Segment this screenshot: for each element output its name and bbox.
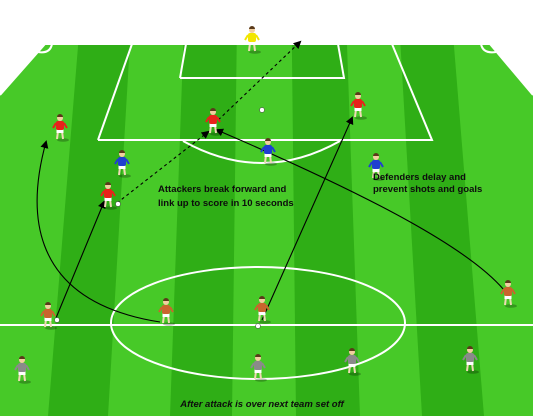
corner-arc-left: [37, 43, 53, 54]
defender-arrow-right: [215, 128, 505, 291]
player-blue: [368, 153, 385, 181]
caption-defenders-line1: Defenders delay and: [373, 172, 466, 183]
player-grey: [462, 346, 479, 374]
run-arrow-left-wing: [36, 140, 161, 323]
player-blue: [114, 150, 131, 178]
player-orange: [158, 298, 175, 326]
player-red: [100, 182, 117, 210]
pitch-markings: [0, 43, 533, 380]
centre-circle: [110, 266, 406, 380]
goal: [210, 8, 308, 44]
pitch-stripe: [291, 44, 360, 416]
caption-attackers-line2: link up to score in 10 seconds: [158, 198, 294, 209]
penalty-arc: [182, 140, 341, 164]
player-goalkeeper: [244, 26, 261, 54]
pass-arrow-left: [55, 200, 106, 319]
player-grey: [250, 354, 267, 382]
corner-arc-right: [480, 43, 497, 54]
player-orange: [254, 296, 271, 324]
pitch-stripes: [48, 44, 484, 416]
movement-arrows: [36, 40, 505, 323]
soccer-ball-icon: [54, 107, 265, 329]
player-red: [350, 92, 367, 120]
caption-defenders-line2: prevent shots and goals: [373, 184, 482, 195]
player-orange: [40, 302, 57, 330]
player-grey: [14, 356, 31, 384]
six-yard-box: [179, 43, 346, 79]
pitch: [0, 44, 533, 416]
player-red: [52, 114, 69, 142]
caption-bottom: After attack is over next team set off: [179, 399, 344, 410]
player-red: [205, 108, 222, 136]
players: [14, 26, 517, 384]
caption-attackers-line1: Attackers break forward and: [158, 184, 286, 195]
penalty-box: [97, 43, 434, 141]
shot-arrow-dashed: [213, 40, 302, 125]
player-blue: [260, 138, 277, 166]
pitch-stripe: [400, 44, 484, 416]
player-orange: [500, 280, 517, 308]
run-arrow-centre: [261, 116, 354, 321]
player-grey: [344, 348, 361, 376]
pass-arrow-dashed-1: [116, 130, 210, 204]
pitch-stripe: [48, 44, 131, 416]
